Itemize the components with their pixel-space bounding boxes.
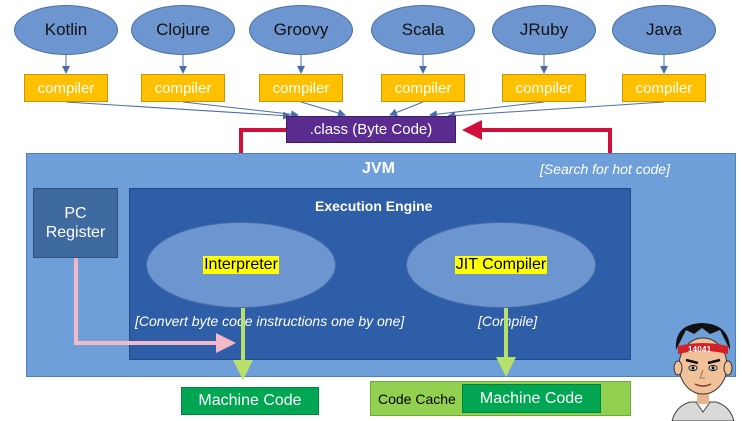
compiler-box: compiler xyxy=(24,74,108,102)
avatar xyxy=(671,323,735,421)
avatar-badge: 14041 xyxy=(688,345,712,354)
compiler-box: compiler xyxy=(259,74,343,102)
jvm-title: JVM xyxy=(362,160,395,177)
code-cache-label: Code Cache xyxy=(378,391,456,407)
cached-machine-code-box: Machine Code xyxy=(462,384,601,413)
jit-compiler-ellipse: JIT Compiler xyxy=(406,222,596,308)
convert-note: [Convert byte code instructions one by o… xyxy=(135,313,405,329)
pc-register-arrow xyxy=(74,258,236,353)
language-to-compiler-arrows xyxy=(62,55,668,74)
pc-register-box: PC Register xyxy=(33,188,118,258)
language-jruby: JRuby xyxy=(492,5,596,55)
hot-code-note: [Search for hot code] xyxy=(540,161,670,177)
language-java: Java xyxy=(612,5,716,55)
interpreter-label: Interpreter xyxy=(203,256,279,274)
compiler-box: compiler xyxy=(381,74,465,102)
compiler-box: compiler xyxy=(141,74,225,102)
compiler-box: compiler xyxy=(502,74,586,102)
language-clojure: Clojure xyxy=(131,5,235,55)
interpreter-ellipse: Interpreter xyxy=(146,222,336,308)
language-scala: Scala xyxy=(371,5,475,55)
language-groovy: Groovy xyxy=(249,5,353,55)
machine-code-box: Machine Code xyxy=(181,387,319,415)
language-kotlin: Kotlin xyxy=(14,5,118,55)
compiler-box: compiler xyxy=(622,74,706,102)
execution-engine-title: Execution Engine xyxy=(315,198,433,214)
compiler-to-bytecode-arrows xyxy=(65,101,665,120)
jit-compiler-label: JIT Compiler xyxy=(454,256,548,274)
bytecode-box: .class (Byte Code) xyxy=(286,116,456,143)
